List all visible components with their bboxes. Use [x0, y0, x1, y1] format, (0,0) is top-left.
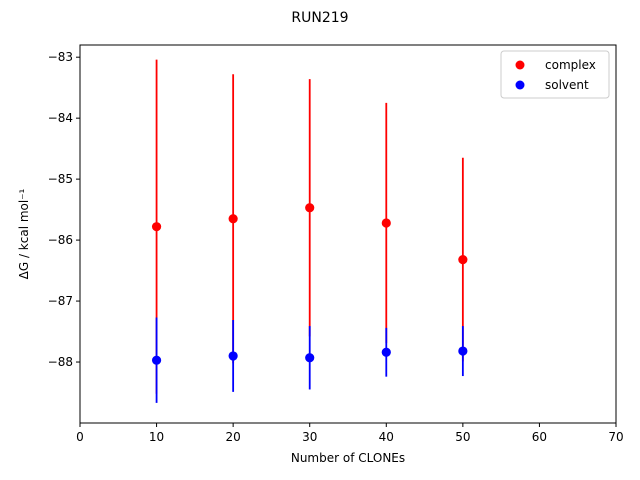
plot-frame: [79, 44, 617, 424]
legend-label-solvent: solvent: [545, 78, 589, 92]
point-complex-3: [381, 218, 391, 228]
point-solvent-3: [381, 347, 391, 357]
x-tick-label: 30: [302, 430, 317, 444]
point-solvent-2: [305, 353, 315, 363]
legend-frame: [500, 50, 610, 99]
x-axis-label: Number of CLONEs: [291, 451, 405, 465]
y-tick-label: −84: [48, 111, 73, 125]
y-axis-label: ΔG / kcal mol⁻¹: [17, 188, 31, 279]
point-complex-4: [458, 255, 468, 265]
x-tick-label: 40: [379, 430, 394, 444]
legend-marker-solvent: [515, 80, 525, 90]
x-tick-label: 50: [455, 430, 470, 444]
x-tick-label: 10: [149, 430, 164, 444]
x-tick-label: 20: [226, 430, 241, 444]
point-solvent-1: [228, 351, 238, 361]
y-axis-ticks: −88 −87 −86 −85 −84 −83: [48, 50, 80, 369]
y-tick-label: −83: [48, 50, 73, 64]
legend: complex solvent: [500, 50, 610, 99]
legend-label-complex: complex: [545, 58, 596, 72]
y-tick-label: −85: [48, 172, 73, 186]
data-marks: [151, 59, 468, 403]
x-tick-label: 0: [76, 430, 84, 444]
legend-marker-complex: [515, 60, 525, 70]
y-tick-label: −87: [48, 294, 73, 308]
y-tick-label: −88: [48, 355, 73, 369]
point-complex-1: [228, 214, 238, 224]
x-axis-ticks: 0 10 20 30 40 50 60 70: [76, 423, 624, 444]
x-tick-label: 60: [532, 430, 547, 444]
point-complex-0: [151, 222, 162, 232]
x-tick-label: 70: [608, 430, 623, 444]
point-solvent-4: [458, 346, 468, 356]
y-tick-label: −86: [48, 233, 73, 247]
point-solvent-0: [151, 355, 162, 365]
chart-title: RUN219: [291, 10, 348, 26]
point-complex-2: [305, 203, 315, 213]
